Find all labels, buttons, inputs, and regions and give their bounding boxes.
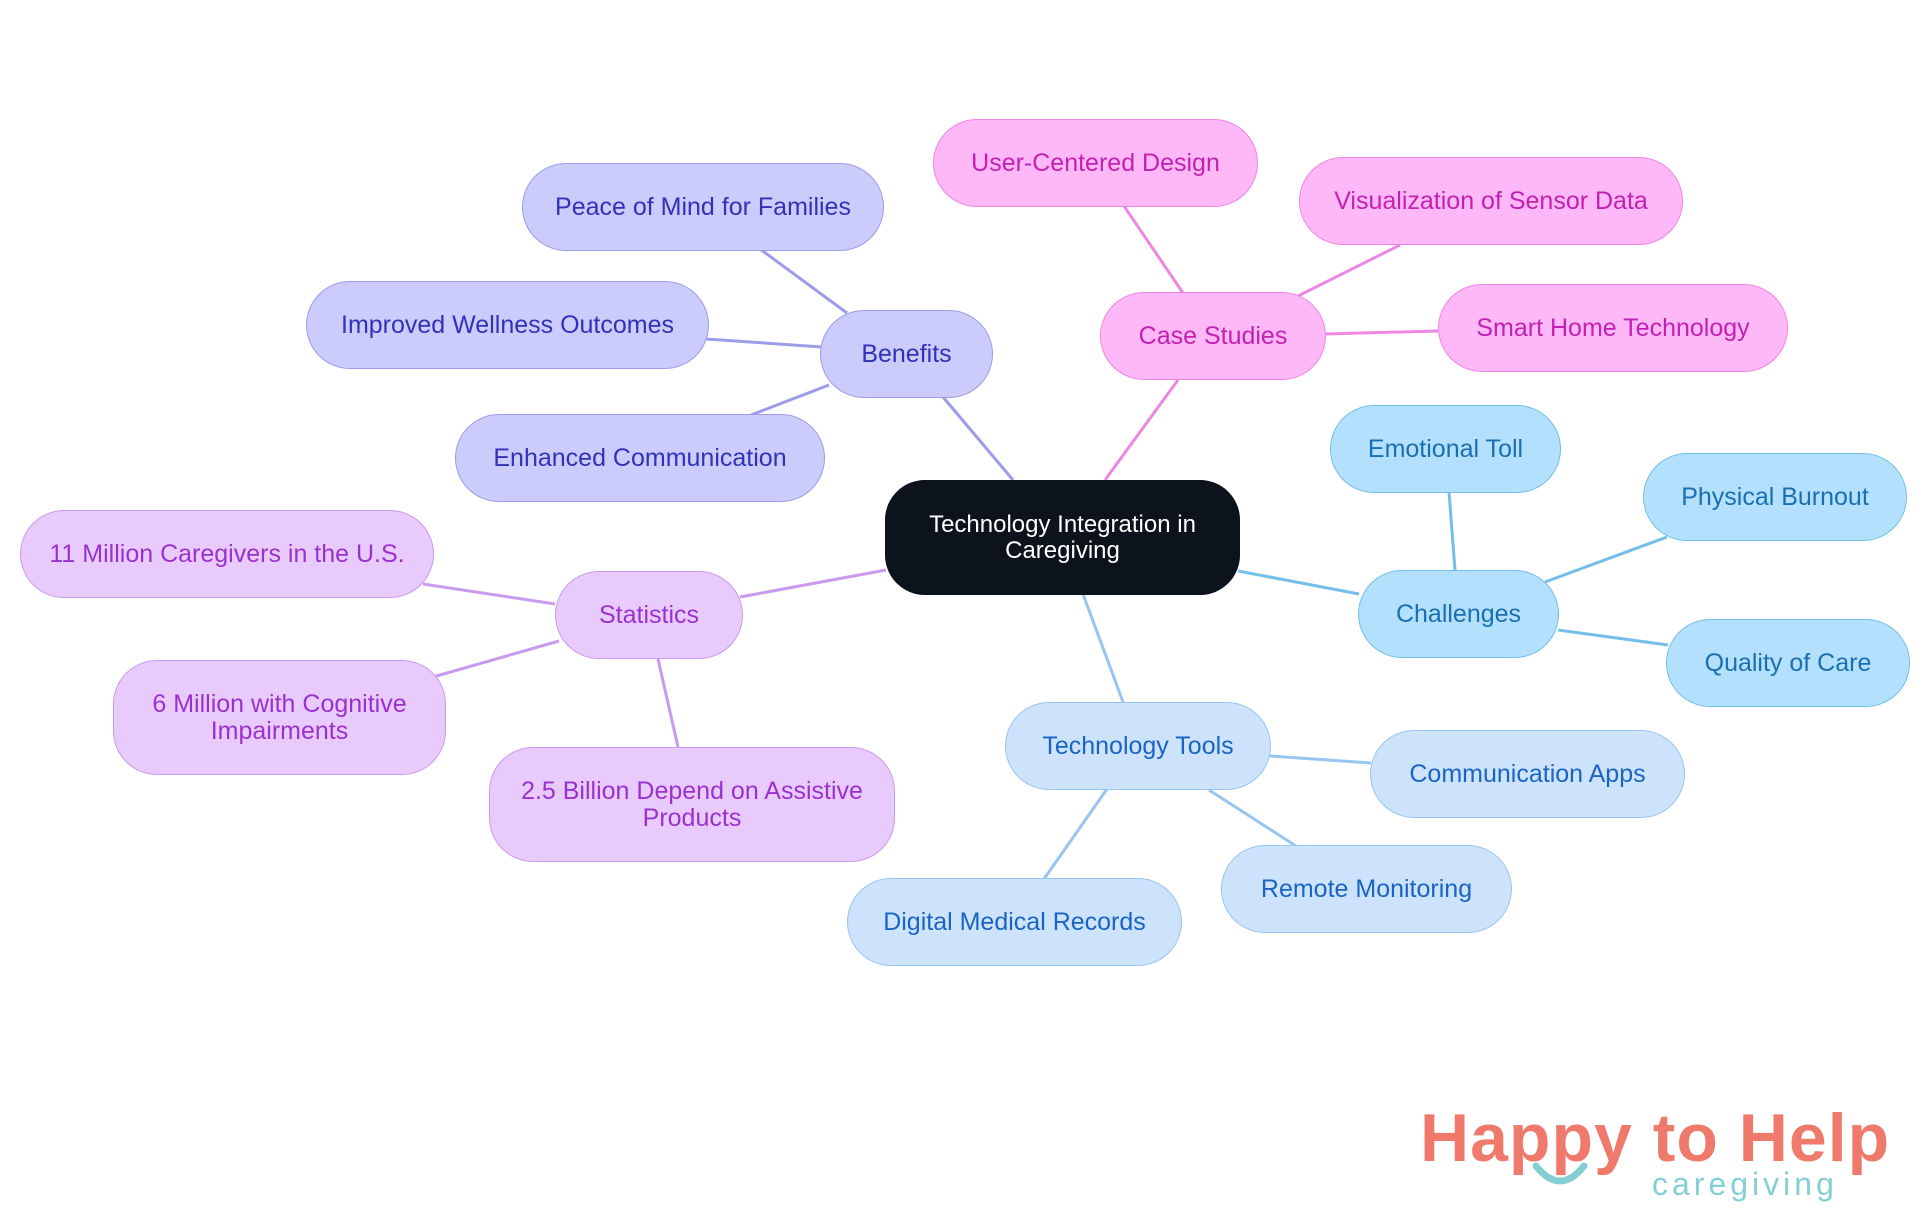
branch-node-technology-tools[interactable]: Technology Tools (1005, 702, 1271, 790)
branch-node-case-studies[interactable]: Case Studies (1100, 292, 1326, 380)
edge-statistics-2-5-billion-depend-on-assistive-products (656, 658, 680, 748)
root-node[interactable]: Technology Integration in Caregiving (885, 480, 1240, 595)
edge-challenges-quality-of-care (1557, 628, 1669, 647)
leaf-node-enhanced-communication[interactable]: Enhanced Communication (455, 414, 825, 502)
leaf-node-digital-medical-records-label: Digital Medical Records (883, 907, 1146, 936)
branch-node-benefits[interactable]: Benefits (820, 310, 993, 398)
leaf-node-physical-burnout-label: Physical Burnout (1681, 482, 1869, 511)
leaf-node-user-centered-design-label: User-Centered Design (971, 148, 1220, 177)
branch-node-statistics-label: Statistics (598, 600, 700, 629)
edge-statistics-6-million-with-cognitive-impairments (432, 639, 560, 679)
edge-challenges-emotional-toll (1447, 491, 1457, 571)
leaf-node-quality-of-care-label: Quality of Care (1704, 648, 1872, 677)
logo-title: Happy to Help (1420, 1100, 1891, 1176)
edge-benefits-enhanced-communication (750, 383, 830, 417)
leaf-node-11-million-caregivers-in-the-u-s[interactable]: 11 Million Caregivers in the U.S. (20, 510, 434, 598)
leaf-node-visualization-of-sensor-data-label: Visualization of Sensor Data (1334, 186, 1648, 215)
leaf-node-improved-wellness-outcomes[interactable]: Improved Wellness Outcomes (306, 281, 709, 369)
edge-benefits-peace-of-mind-for-families (759, 247, 848, 315)
edge-benefits-improved-wellness-outcomes (705, 337, 823, 349)
leaf-node-2-5-billion-depend-on-assistive-products[interactable]: 2.5 Billion Depend on Assistive Products (489, 747, 895, 862)
edge-challenges-physical-burnout (1544, 535, 1668, 584)
smile-icon (1532, 1162, 1588, 1185)
branch-node-technology-tools-label: Technology Tools (1042, 731, 1234, 760)
logo-subtitle: caregiving (1652, 1166, 1838, 1202)
edge-case-studies-visualization-of-sensor-data (1297, 243, 1401, 298)
branch-node-challenges-label: Challenges (1395, 599, 1522, 628)
edge-root-challenges (1237, 569, 1360, 596)
leaf-node-improved-wellness-outcomes-label: Improved Wellness Outcomes (341, 310, 674, 339)
leaf-node-visualization-of-sensor-data[interactable]: Visualization of Sensor Data (1299, 157, 1683, 245)
edge-technology-tools-remote-monitoring (1208, 788, 1297, 848)
leaf-node-peace-of-mind-for-families[interactable]: Peace of Mind for Families (522, 163, 884, 251)
leaf-node-smart-home-technology-label: Smart Home Technology (1476, 313, 1750, 342)
branch-node-statistics[interactable]: Statistics (555, 571, 743, 659)
edge-case-studies-smart-home-technology (1324, 329, 1439, 336)
leaf-node-6-million-with-cognitive-impairments[interactable]: 6 Million with Cognitive Impairments (113, 660, 446, 775)
edge-root-case-studies (1103, 379, 1180, 481)
leaf-node-11-million-caregivers-in-the-u-s-label: 11 Million Caregivers in the U.S. (49, 539, 405, 568)
edge-technology-tools-communication-apps (1269, 754, 1372, 765)
leaf-node-quality-of-care[interactable]: Quality of Care (1666, 619, 1910, 707)
leaf-node-peace-of-mind-for-families-label: Peace of Mind for Families (555, 192, 851, 221)
leaf-node-remote-monitoring-label: Remote Monitoring (1260, 874, 1473, 903)
leaf-node-communication-apps[interactable]: Communication Apps (1370, 730, 1685, 818)
leaf-node-smart-home-technology[interactable]: Smart Home Technology (1438, 284, 1788, 372)
edge-root-benefits (941, 396, 1015, 481)
happy-to-help-logo: Happy to Help caregiving (1420, 1100, 1890, 1210)
leaf-node-physical-burnout[interactable]: Physical Burnout (1643, 453, 1907, 541)
leaf-node-2-5-billion-depend-on-assistive-products-label: 2.5 Billion Depend on Assistive Products (521, 776, 863, 832)
leaf-node-user-centered-design[interactable]: User-Centered Design (933, 119, 1258, 207)
edge-root-technology-tools (1081, 593, 1125, 703)
root-node-label: Technology Integration in Caregiving (929, 510, 1196, 564)
leaf-node-6-million-with-cognitive-impairments-label: 6 Million with Cognitive Impairments (152, 689, 407, 745)
branch-node-challenges[interactable]: Challenges (1358, 570, 1559, 658)
leaf-node-digital-medical-records[interactable]: Digital Medical Records (847, 878, 1182, 966)
leaf-node-emotional-toll[interactable]: Emotional Toll (1330, 405, 1561, 493)
edge-case-studies-user-centered-design (1122, 205, 1185, 294)
branch-node-case-studies-label: Case Studies (1138, 321, 1288, 350)
leaf-node-remote-monitoring[interactable]: Remote Monitoring (1221, 845, 1512, 933)
leaf-node-communication-apps-label: Communication Apps (1409, 759, 1646, 788)
edge-root-statistics (739, 568, 887, 599)
edge-statistics-11-million-caregivers-in-the-u-s (422, 582, 556, 606)
branch-node-benefits-label: Benefits (861, 339, 952, 368)
leaf-node-enhanced-communication-label: Enhanced Communication (493, 443, 787, 472)
edge-technology-tools-digital-medical-records (1042, 788, 1109, 880)
leaf-node-emotional-toll-label: Emotional Toll (1367, 434, 1524, 463)
